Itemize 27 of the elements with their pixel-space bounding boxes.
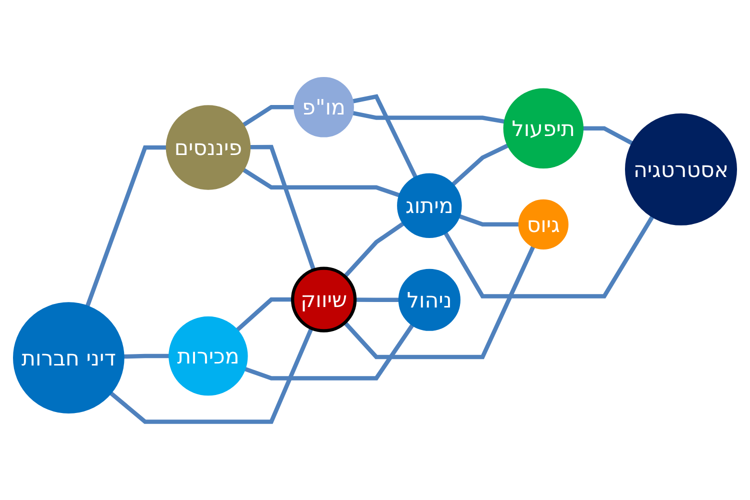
connector — [452, 144, 509, 186]
connector — [242, 105, 294, 128]
connector — [343, 222, 404, 278]
connector — [343, 246, 536, 360]
node-circle: אסטרטגיה — [624, 114, 738, 226]
node-circle: תיפעול — [503, 88, 584, 169]
connector — [444, 216, 654, 299]
connector — [582, 126, 634, 146]
connector — [242, 168, 400, 198]
connector — [110, 328, 314, 424]
connector — [250, 145, 316, 272]
connector — [236, 298, 293, 332]
node-circle: ניהול — [398, 269, 460, 332]
node-circle: גיוס — [518, 200, 568, 250]
node-circle: מיתוג — [397, 174, 462, 238]
node-circle: שיווק — [291, 267, 357, 333]
connector — [86, 146, 166, 308]
node-circle: דיני חברות — [12, 302, 124, 414]
node-circle: מכירות — [168, 316, 248, 396]
connector — [124, 354, 170, 360]
connector — [355, 298, 399, 302]
node-circle: פיננסים — [166, 106, 251, 190]
connector — [352, 111, 505, 124]
node-circle: מו"פ — [294, 77, 354, 138]
connector — [458, 214, 519, 227]
connector — [244, 324, 414, 381]
connector — [352, 94, 418, 178]
